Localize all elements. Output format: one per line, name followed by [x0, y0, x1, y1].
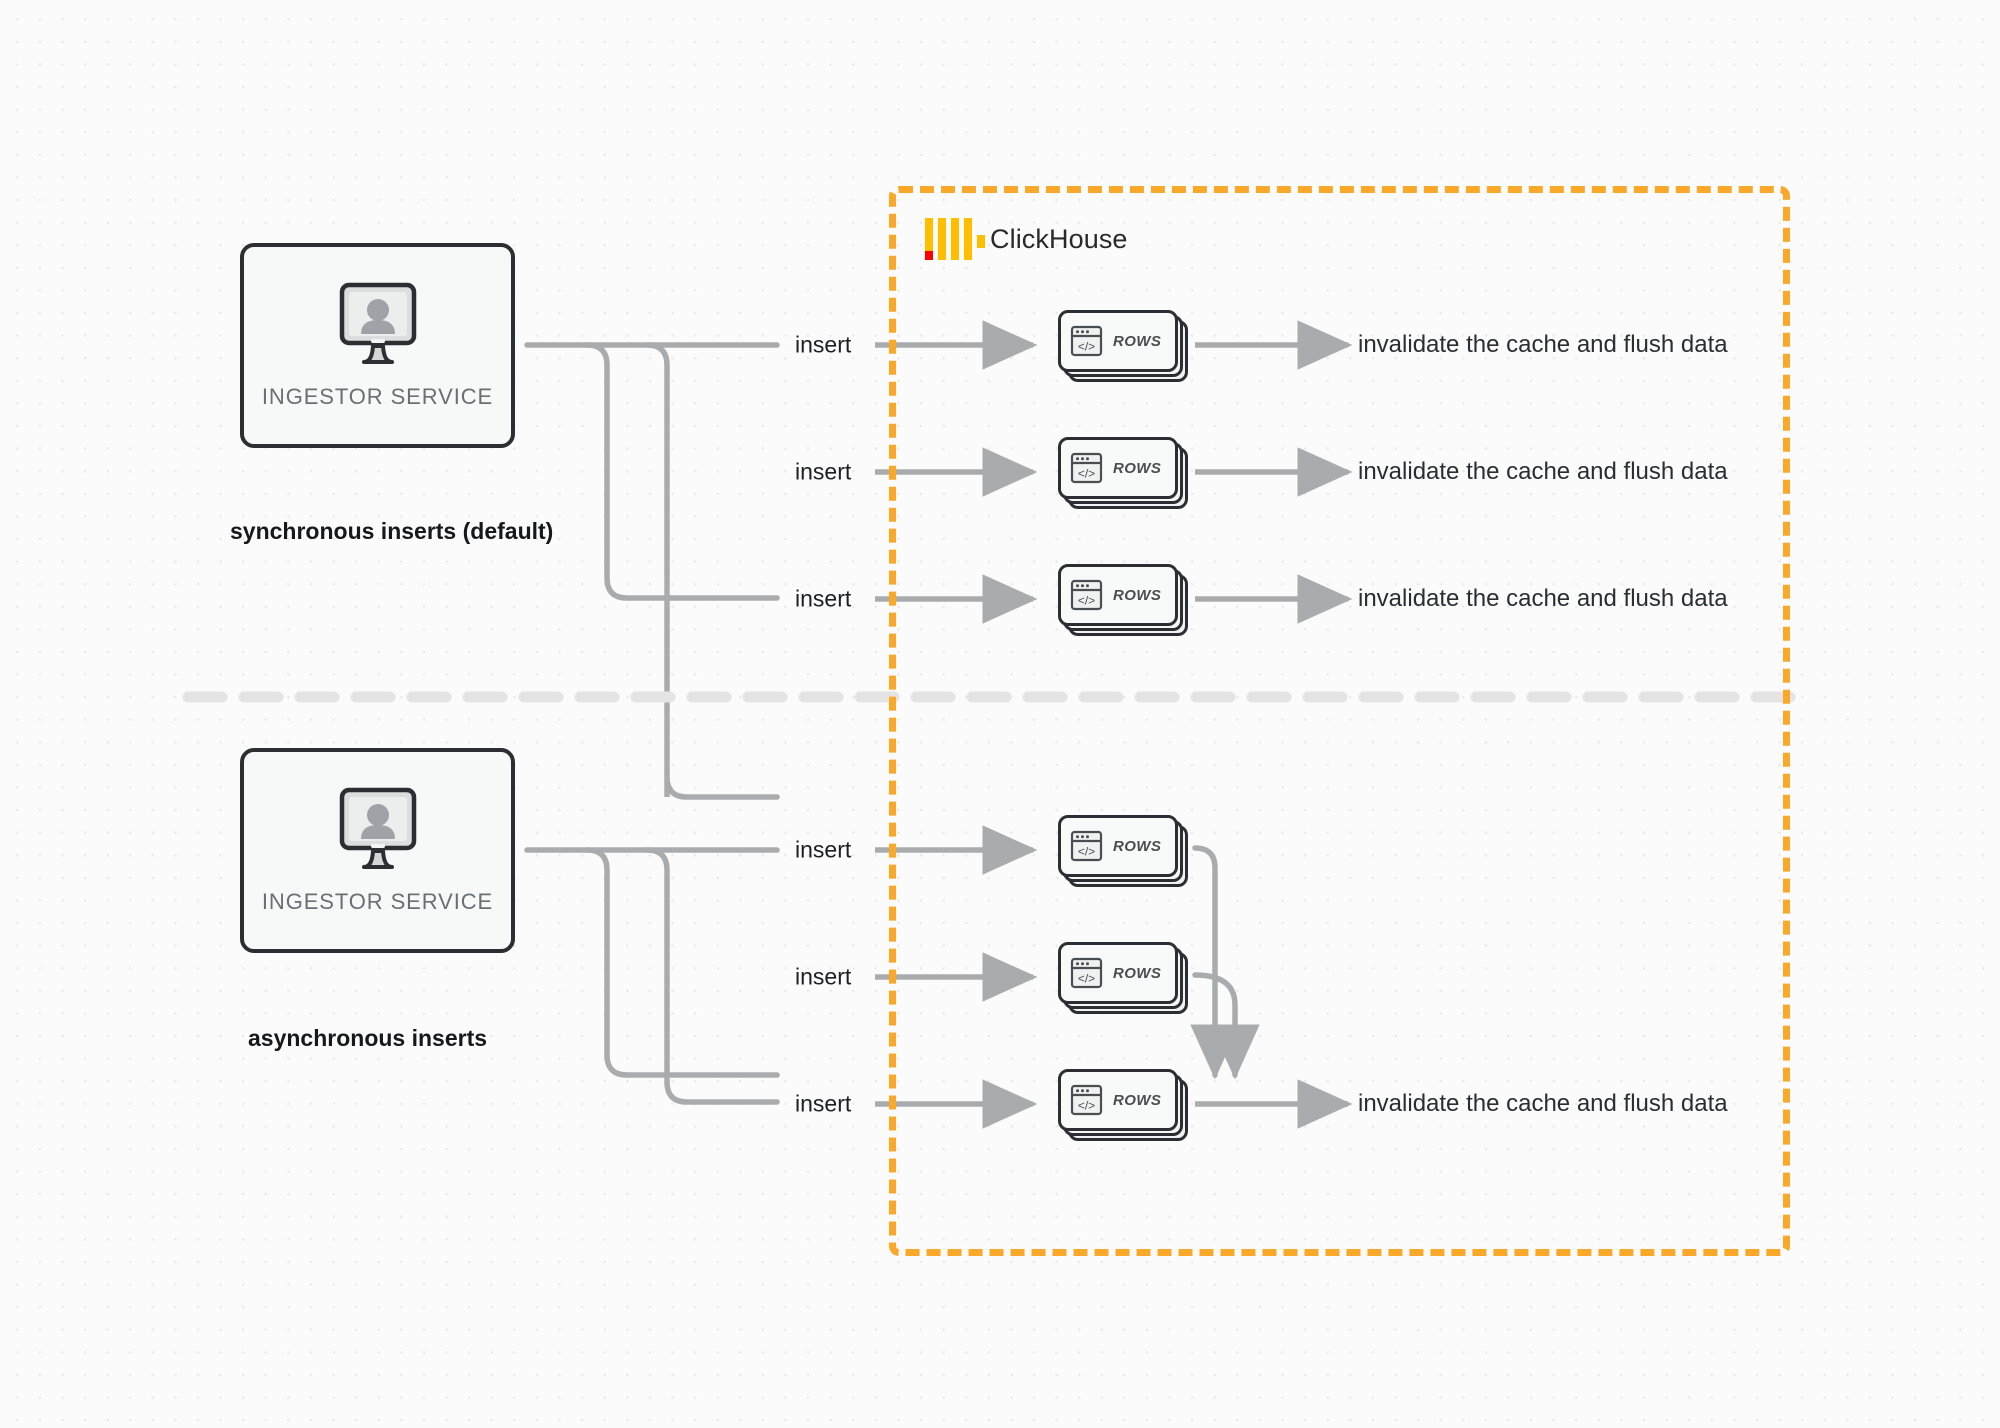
insert-label-sync-3: insert: [795, 585, 852, 612]
ingestor-service-async[interactable]: INGESTOR SERVICE: [240, 748, 515, 953]
result-label-sync-1: invalidate the cache and flush data: [1358, 331, 1728, 358]
insert-label-async-3: insert: [795, 1090, 852, 1117]
clickhouse-header: ClickHouse: [925, 218, 1128, 260]
code-window-icon: </>: [1070, 1084, 1103, 1116]
svg-text:</>: </>: [1078, 1099, 1095, 1113]
insert-label-sync-2: insert: [795, 458, 852, 485]
rows-label: ROWS: [1113, 586, 1162, 604]
svg-text:</>: </>: [1078, 845, 1095, 859]
result-label-sync-3: invalidate the cache and flush data: [1358, 585, 1728, 612]
sync-fanout-wires: [524, 342, 780, 800]
rows-card-sync-3[interactable]: </> ROWS: [1058, 564, 1188, 636]
sync-mode-label: synchronous inserts (default): [230, 518, 554, 544]
code-window-icon: </>: [1070, 830, 1103, 862]
rows-label: ROWS: [1113, 964, 1162, 982]
result-label-async-merged: invalidate the cache and flush data: [1358, 1090, 1728, 1117]
async-fanout-wires: [524, 847, 780, 1105]
ingestor-service-caption: INGESTOR SERVICE: [261, 383, 494, 409]
code-window-icon: </>: [1070, 579, 1103, 611]
clickhouse-label: ClickHouse: [990, 223, 1128, 254]
code-window-icon: </>: [1070, 957, 1103, 989]
rows-card-async-3[interactable]: </> ROWS: [1058, 1069, 1188, 1141]
ingestor-service-sync[interactable]: INGESTOR SERVICE: [240, 243, 515, 448]
insert-label-async-2: insert: [795, 963, 852, 990]
rows-label: ROWS: [1113, 1091, 1162, 1109]
insert-label-async-1: insert: [795, 836, 852, 863]
insert-label-sync-1: insert: [795, 331, 852, 358]
rows-card-sync-1[interactable]: </> ROWS: [1058, 310, 1188, 382]
svg-text:</>: </>: [1078, 340, 1095, 354]
svg-text:</>: </>: [1078, 972, 1095, 986]
clickhouse-logo-icon: [925, 218, 985, 260]
code-window-icon: </>: [1070, 325, 1103, 357]
svg-text:</>: </>: [1078, 467, 1095, 481]
monitor-user-icon: [339, 282, 416, 364]
clickhouse-boundary: [889, 186, 1790, 1256]
rows-label: ROWS: [1113, 837, 1162, 855]
rows-card-async-2[interactable]: </> ROWS: [1058, 942, 1188, 1014]
rows-card-async-1[interactable]: </> ROWS: [1058, 815, 1188, 887]
result-label-sync-2: invalidate the cache and flush data: [1358, 458, 1728, 485]
rows-label: ROWS: [1113, 459, 1162, 477]
async-mode-label: asynchronous inserts: [248, 1025, 488, 1051]
code-window-icon: </>: [1070, 452, 1103, 484]
rows-card-sync-2[interactable]: </> ROWS: [1058, 437, 1188, 509]
rows-label: ROWS: [1113, 332, 1162, 350]
svg-text:</>: </>: [1078, 594, 1095, 608]
ingestor-service-caption: INGESTOR SERVICE: [261, 888, 494, 914]
monitor-user-icon: [339, 787, 416, 869]
